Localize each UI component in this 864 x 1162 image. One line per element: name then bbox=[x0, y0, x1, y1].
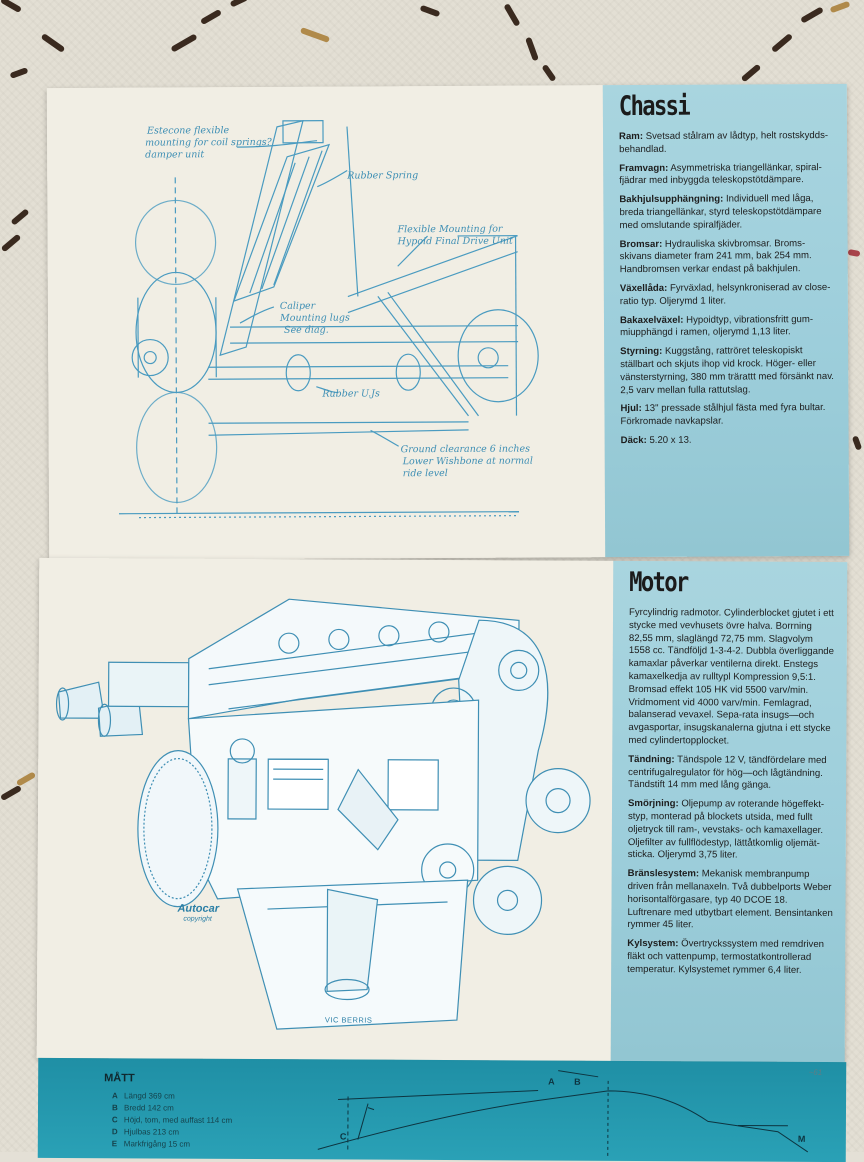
dimension-letter: C bbox=[112, 1114, 124, 1126]
spec-label: Styrning: bbox=[620, 346, 662, 357]
rear-suspension-sketch: Estecone flexible mounting for coil spri… bbox=[47, 85, 605, 560]
dimension-letter: D bbox=[112, 1126, 124, 1138]
sketch-note-caliper-3: See diag. bbox=[284, 325, 329, 336]
dimension-marker-c: C bbox=[340, 1131, 347, 1141]
spec-label: Ram: bbox=[619, 131, 643, 142]
spec-label: Hjul: bbox=[620, 403, 641, 414]
chassis-drawing-area: Estecone flexible mounting for coil spri… bbox=[47, 85, 605, 560]
spec-item: Bränslesystem: Mekanisk membranpump driv… bbox=[627, 868, 833, 933]
engine-drawing-area: Autocar copyright VIC BERRIS bbox=[37, 558, 614, 1061]
spec-item: Framvagn: Asymmetriska triangellänkar, s… bbox=[619, 162, 835, 189]
engine-cutaway-illustration bbox=[37, 558, 614, 1061]
spec-item: Hjul: 13" pressade stålhjul fästa med fy… bbox=[620, 402, 836, 429]
spec-item: Kylsystem: Övertryckssystem med remdrive… bbox=[627, 938, 833, 977]
spec-item: Bakhjulsupphängning: Individuell med låg… bbox=[619, 193, 835, 233]
sketch-note-ground-clearance: Ground clearance 6 inches bbox=[401, 444, 530, 456]
spec-text: Svetsad stålram av lådtyp, helt rostskyd… bbox=[619, 130, 828, 155]
spec-label: Tändning: bbox=[628, 754, 674, 765]
page-mark: ~61 bbox=[809, 1068, 823, 1077]
sketch-note-ground-clearance-3: ride level bbox=[403, 468, 448, 479]
sketch-note-flexible-mounting-2: Hypoid Final Drive Unit bbox=[397, 236, 513, 248]
spec-label: Bakhjulsupphängning: bbox=[619, 194, 723, 206]
engine-page: Autocar copyright VIC BERRIS Motor Fyrcy… bbox=[37, 558, 848, 1062]
spec-label: Däck: bbox=[621, 435, 647, 446]
engine-intro-text: Fyrcylindrig radmotor. Cylinderblocket g… bbox=[628, 607, 835, 749]
spec-label: Bromsar: bbox=[620, 238, 663, 249]
chassis-page: Estecone flexible mounting for coil spri… bbox=[47, 84, 849, 560]
engine-title: Motor bbox=[629, 567, 688, 598]
spec-label: Framvagn: bbox=[619, 162, 668, 173]
engine-spec-list: Fyrcylindrig radmotor. Cylinderblocket g… bbox=[627, 607, 835, 984]
spec-item: Styrning: Kuggstång, rattröret teleskopi… bbox=[620, 345, 836, 397]
dimension-marker-a: A bbox=[548, 1077, 555, 1087]
dimension-text: Markfrigång 15 cm bbox=[124, 1139, 190, 1148]
sketch-note-rubber-spring: Rubber Spring bbox=[346, 170, 418, 181]
spec-item: Bromsar: Hydrauliska skivbromsar. Broms-… bbox=[620, 238, 836, 278]
dimension-marker-b: B bbox=[574, 1077, 581, 1087]
dimension-text: Längd 369 cm bbox=[124, 1091, 175, 1100]
chassis-spec-list: Ram: Svetsad stålram av lådtyp, helt ros… bbox=[619, 130, 837, 454]
dimension-letter: B bbox=[112, 1102, 124, 1114]
car-dimension-drawing: B C A M bbox=[308, 1059, 829, 1162]
spec-item: Växellåda: Fyrväxlad, helsynkroniserad a… bbox=[620, 282, 836, 309]
spec-text: 5.20 x 13. bbox=[647, 435, 692, 446]
spec-item: Bakaxelväxel: Hypoidtyp, vibrationsfritt… bbox=[620, 314, 836, 341]
spec-label: Bränslesystem: bbox=[628, 868, 700, 879]
chassis-spec-panel: Chassi Ram: Svetsad stålram av lådtyp, h… bbox=[603, 84, 849, 557]
sketch-note-mounting-3: damper unit bbox=[145, 149, 204, 160]
sketch-note-caliper-2: Mounting lugs bbox=[279, 313, 350, 324]
spec-label: Bakaxelväxel: bbox=[620, 314, 684, 325]
dimension-text: Hjulbas 213 cm bbox=[124, 1127, 179, 1136]
sketch-note-caliper: Caliper bbox=[280, 301, 317, 312]
illustration-artist-signature: VIC BERRIS bbox=[325, 1015, 373, 1024]
spec-item: Smörjning: Oljepump av roterande högeffe… bbox=[628, 798, 834, 863]
chassis-title: Chassi bbox=[619, 91, 689, 122]
sketch-note-mounting: Estecone flexible bbox=[146, 125, 230, 136]
dimension-marker-m: M bbox=[798, 1134, 806, 1144]
spec-label: Växellåda: bbox=[620, 283, 668, 294]
dimensions-title: MÅTT bbox=[104, 1072, 135, 1084]
illustration-credit-copyright: copyright bbox=[183, 916, 211, 923]
spec-text: 13" pressade stålhjul fästa med fyra bul… bbox=[620, 402, 825, 427]
dimension-letter: E bbox=[112, 1138, 124, 1150]
dimension-text: Bredd 142 cm bbox=[124, 1103, 174, 1112]
spec-label: Kylsystem: bbox=[627, 938, 678, 949]
illustration-credit-brand: Autocar bbox=[177, 903, 219, 915]
sketch-note-ground-clearance-2: Lower Wishbone at normal bbox=[402, 456, 533, 468]
spec-item: Däck: 5.20 x 13. bbox=[621, 434, 837, 448]
sketch-note-rubber-ujs: Rubber U.Js bbox=[321, 388, 380, 399]
spec-item: Ram: Svetsad stålram av lådtyp, helt ros… bbox=[619, 130, 835, 157]
sketch-note-mounting-2: mounting for coil springs? bbox=[145, 137, 273, 149]
engine-spec-panel: Motor Fyrcylindrig radmotor. Cylinderblo… bbox=[611, 561, 848, 1062]
spec-item: Tändning: Tändspole 12 V, tändfördelare … bbox=[628, 754, 834, 793]
spec-label: Smörjning: bbox=[628, 798, 679, 809]
dimension-letter: A bbox=[112, 1090, 124, 1102]
sketch-note-flexible-mounting: Flexible Mounting for bbox=[396, 224, 503, 236]
dimension-text: Höjd, tom, med auffast 114 cm bbox=[124, 1115, 232, 1125]
